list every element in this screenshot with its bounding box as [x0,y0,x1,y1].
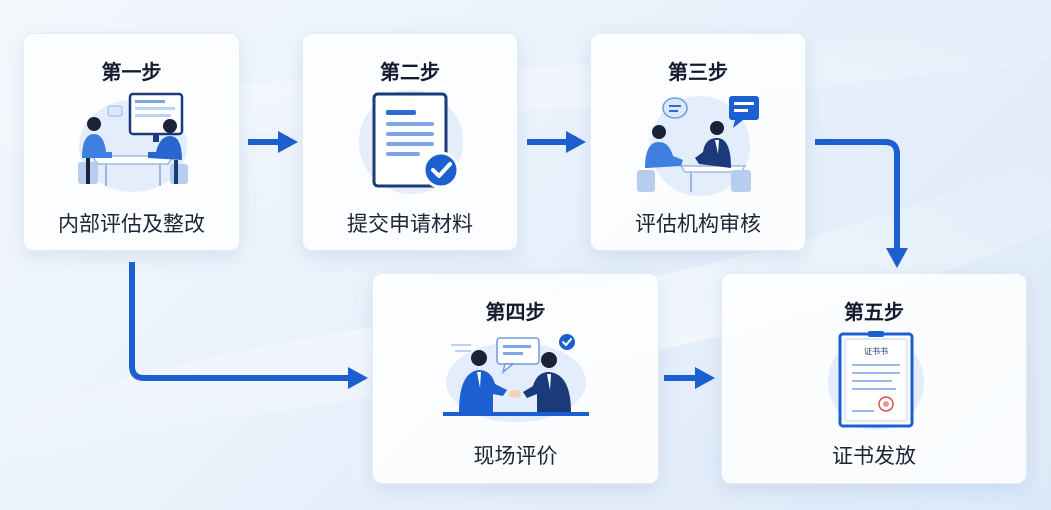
step-5-label: 证书发放 [832,444,916,468]
handshake-conversation-icon [443,334,589,422]
step-5-card: 第五步 证书书 证书发放 [721,273,1027,484]
meeting-discussion-icon [637,96,759,196]
team-computer-review-icon [78,92,188,192]
step-2-card: 第二步 提交申请材料 [302,33,518,251]
arrow-step1-to-step4 [129,262,368,389]
step-1-label: 内部评估及整改 [58,212,205,236]
document-check-icon [359,90,463,194]
arrow-step4-to-step5 [664,367,715,389]
arrow-step3-to-step5 [815,139,908,268]
step-2-label: 提交申请材料 [347,212,473,236]
arrow-step1-to-step2 [248,131,298,153]
arrow-step2-to-step3 [527,131,586,153]
step-3-label: 评估机构审核 [635,212,761,236]
step-1-card: 第一步 内部评估及整改 [23,33,240,251]
step-1-title: 第一步 [101,60,162,84]
step-4-title: 第四步 [485,300,546,324]
step-3-card: 第三步 评估机构审核 [590,33,806,251]
step-5-title: 第五步 [844,300,904,324]
step-2-title: 第二步 [380,60,440,84]
step-4-label: 现场评价 [473,444,558,468]
step-4-card: 第四步 现场评价 [372,273,659,484]
certificate-heading-text: 证书书 [864,346,888,356]
step-3-title: 第三步 [668,60,728,84]
certificate-icon: 证书书 [828,331,924,430]
